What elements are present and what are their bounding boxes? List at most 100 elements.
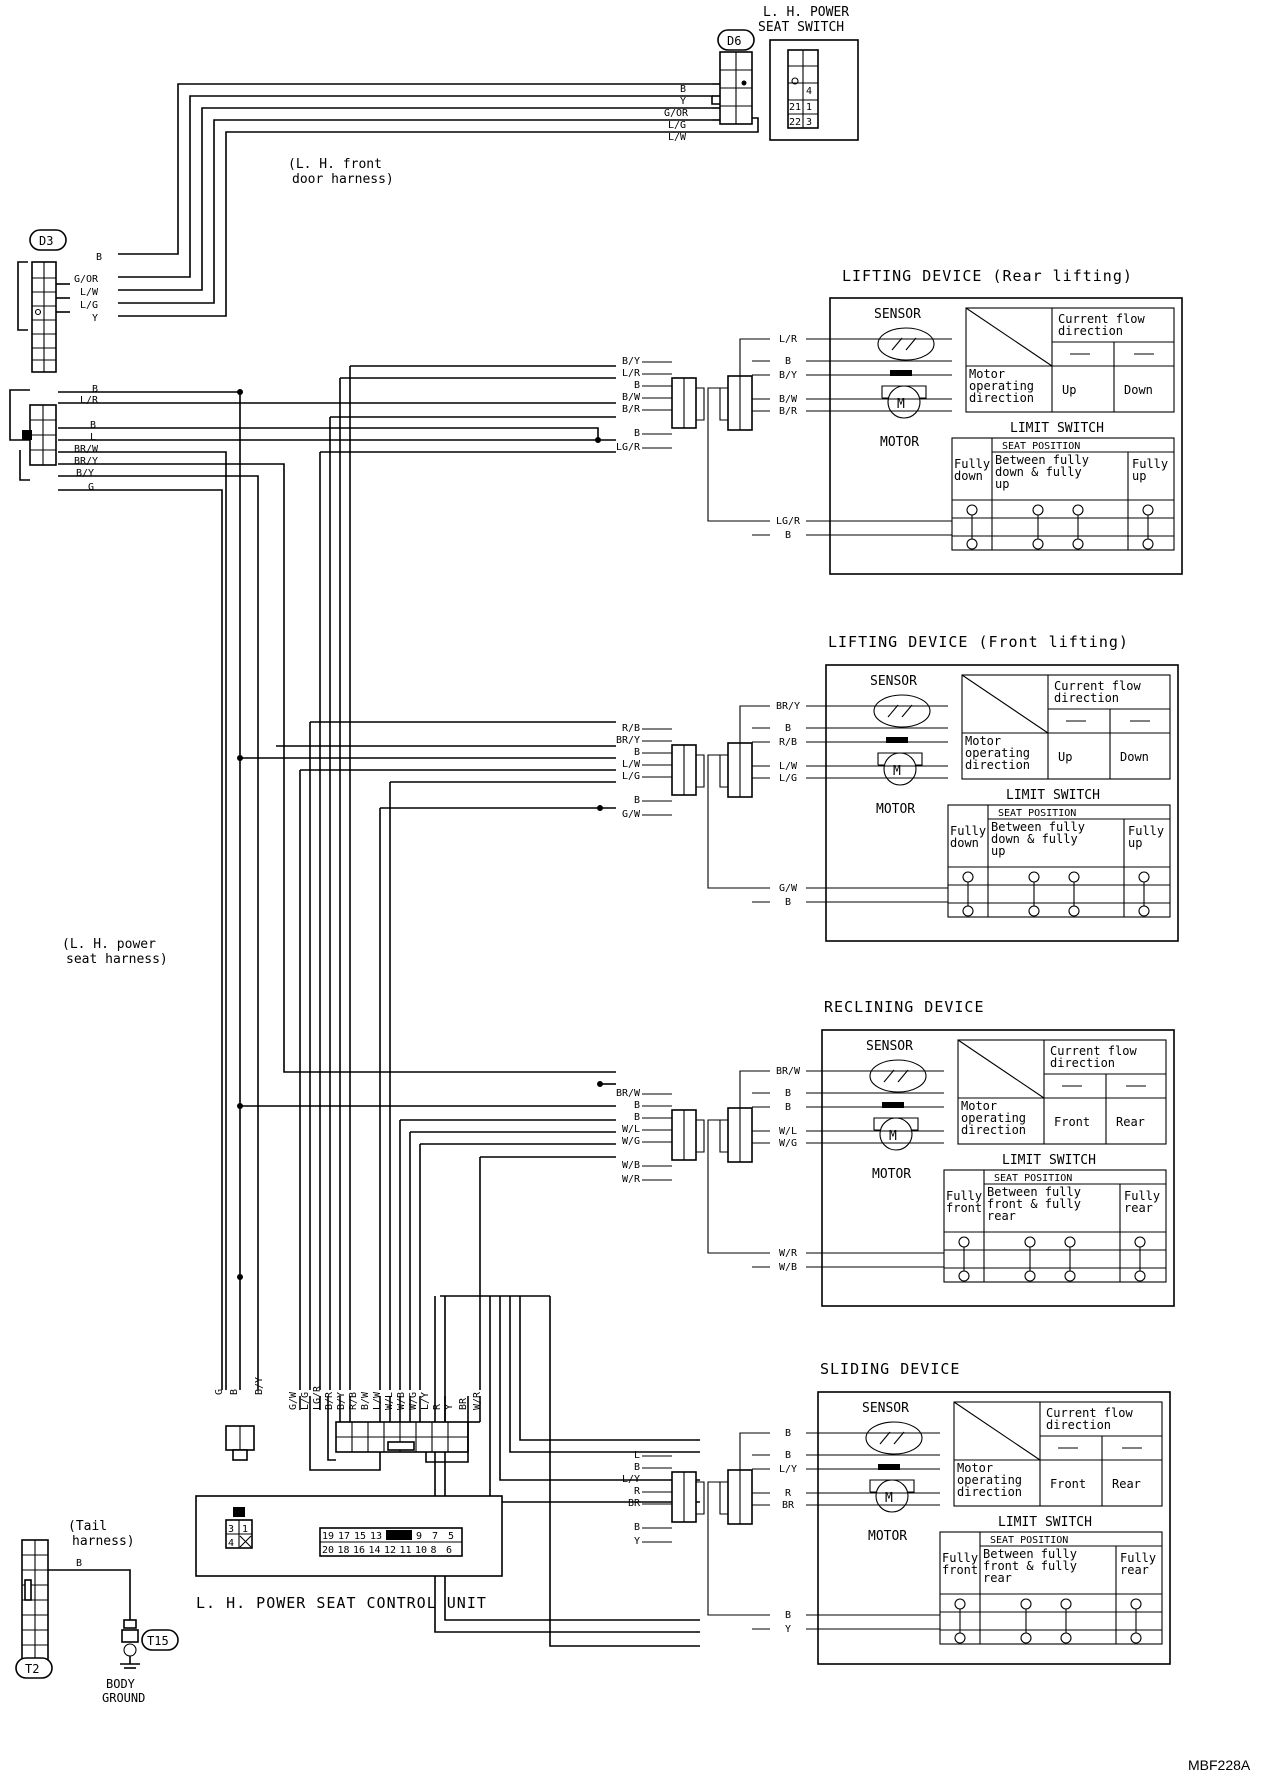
cu-main-wire-label: B/R bbox=[324, 1391, 335, 1410]
flow-header: direction bbox=[1046, 1418, 1111, 1432]
connector-latch bbox=[719, 1119, 728, 1153]
device-wire-label: B bbox=[785, 1428, 791, 1439]
flow-table bbox=[953, 1401, 1163, 1507]
flow-header: Current flow bbox=[1058, 312, 1145, 326]
position-a: Fully bbox=[946, 1189, 982, 1203]
cu-main-wire-label: B/Y bbox=[336, 1392, 347, 1410]
cu-pin-1: 1 bbox=[242, 1524, 248, 1535]
d6-wire-y: Y bbox=[680, 96, 686, 107]
device-wire-label: W/L bbox=[779, 1126, 797, 1137]
switch-pin-1: 1 bbox=[806, 102, 812, 113]
mid-wire-b1: B bbox=[92, 384, 98, 395]
mid-wire-lr: L/R bbox=[80, 395, 99, 406]
cu-main-wire-label: W/G bbox=[408, 1392, 419, 1410]
harness-wire-label: B bbox=[634, 1522, 640, 1533]
harness-wire-label: L/W bbox=[622, 759, 641, 770]
position-a: Fully bbox=[950, 824, 986, 838]
device-box bbox=[821, 1029, 1175, 1307]
cu-pin-bottom: 12 bbox=[384, 1545, 396, 1556]
device-title: LIFTING DEVICE (Rear lifting) bbox=[842, 267, 1133, 285]
motor-symbol: M bbox=[889, 1129, 897, 1144]
front-door-harness-label-2: door harness) bbox=[292, 172, 394, 187]
device-wire-label: W/R bbox=[779, 1248, 798, 1259]
flow-table bbox=[965, 307, 1175, 413]
cu-main-wire-label: B/W bbox=[360, 1391, 371, 1410]
cu-pin-bottom: 10 bbox=[415, 1545, 427, 1556]
connector-latch bbox=[696, 387, 705, 421]
position-mid: down & fully bbox=[991, 832, 1078, 846]
position-b: rear bbox=[1120, 1563, 1149, 1577]
cu-pin-top: 9 bbox=[416, 1531, 422, 1542]
motor-lead bbox=[881, 385, 927, 399]
motor-lead bbox=[869, 1479, 915, 1493]
device-return-wire bbox=[707, 754, 770, 889]
connector-latch bbox=[696, 1119, 705, 1153]
harness-wire-label: W/R bbox=[622, 1174, 641, 1185]
position-b: Fully bbox=[1124, 1189, 1160, 1203]
cu-pin-top: 7 bbox=[432, 1531, 438, 1542]
flow-table bbox=[957, 1039, 1167, 1145]
device-wire-label: B bbox=[785, 356, 791, 367]
cu-pin-bottom: 6 bbox=[446, 1545, 452, 1556]
harness-wire-label: L bbox=[634, 1450, 640, 1461]
motor-gear-icon bbox=[890, 370, 912, 376]
direction-b: Rear bbox=[1112, 1477, 1141, 1491]
direction-b: Down bbox=[1120, 750, 1149, 764]
position-b: up bbox=[1132, 469, 1146, 483]
position-mid: front & fully bbox=[983, 1559, 1077, 1573]
front-door-harness-label-1: (L. H. front bbox=[288, 157, 382, 172]
sensor-mark bbox=[887, 704, 913, 718]
ground-wire-b: B bbox=[76, 1558, 82, 1569]
switch-pin-22: 22 bbox=[789, 117, 801, 128]
motor-label: MOTOR bbox=[872, 1167, 911, 1182]
sensor-label: SENSOR bbox=[862, 1401, 909, 1416]
motor-gear-icon bbox=[882, 1102, 904, 1108]
operating-label: operating bbox=[961, 1111, 1026, 1125]
limit-table bbox=[939, 1531, 1163, 1645]
motor-label: MOTOR bbox=[876, 802, 915, 817]
flow-header: direction bbox=[1058, 324, 1123, 338]
harness-wire-label: L/G bbox=[622, 771, 640, 782]
device-block-0: LIFTING DEVICE (Rear lifting)SENSORMMOTO… bbox=[616, 267, 1183, 575]
device-sensor-wire bbox=[739, 1432, 770, 1470]
power-seat-switch: L. H. POWER SEAT SWITCH 4 21 1 22 3 bbox=[758, 5, 859, 141]
front-door-harness-wires bbox=[118, 83, 759, 317]
sensor-icon bbox=[869, 1059, 927, 1093]
cu-pin-top: 15 bbox=[354, 1531, 366, 1542]
t2-label: T2 bbox=[25, 1662, 39, 1676]
position-mid: Between fully bbox=[983, 1547, 1077, 1561]
device-sensor-wire bbox=[739, 1070, 770, 1108]
switch-title-line2: SEAT SWITCH bbox=[758, 20, 844, 35]
device-wire-label: Y bbox=[785, 1624, 791, 1635]
sensor-mark bbox=[891, 337, 917, 351]
cu-main-wire-label: L/Y bbox=[420, 1392, 431, 1410]
sensor-label: SENSOR bbox=[874, 307, 921, 322]
cu-main-wire-label: L/G bbox=[300, 1392, 311, 1410]
motor-symbol: M bbox=[885, 1491, 893, 1506]
seat-position-label: SEAT POSITION bbox=[990, 1535, 1068, 1546]
device-wire-label: G/W bbox=[779, 883, 798, 894]
position-a: Fully bbox=[954, 457, 990, 471]
switch-pin-4: 4 bbox=[806, 86, 812, 97]
limit-switch-label: LIMIT SWITCH bbox=[1002, 1153, 1096, 1168]
device-box bbox=[825, 664, 1179, 942]
direction-b: Rear bbox=[1116, 1115, 1145, 1129]
device-wire-label: W/G bbox=[779, 1138, 797, 1149]
device-wire-label: B/Y bbox=[779, 370, 797, 381]
device-wire-label: L/Y bbox=[779, 1464, 797, 1475]
position-mid: up bbox=[991, 844, 1005, 858]
position-mid: Between fully bbox=[987, 1185, 1081, 1199]
body-ground-line1: BODY bbox=[106, 1677, 136, 1691]
position-b: Fully bbox=[1120, 1551, 1156, 1565]
direction-a: Up bbox=[1058, 750, 1072, 764]
d6-wire-lw: L/W bbox=[668, 132, 687, 143]
switch-pin-21: 21 bbox=[789, 102, 801, 113]
position-mid: rear bbox=[987, 1209, 1016, 1223]
d6-badge bbox=[717, 29, 755, 51]
harness-wire-label: B bbox=[634, 747, 640, 758]
connector-latch bbox=[719, 387, 728, 421]
device-wire-label: B/R bbox=[779, 406, 798, 417]
harness-wire-label: B/R bbox=[622, 404, 641, 415]
flow-header: Current flow bbox=[1046, 1406, 1133, 1420]
harness-wire-label: W/B bbox=[622, 1160, 640, 1171]
